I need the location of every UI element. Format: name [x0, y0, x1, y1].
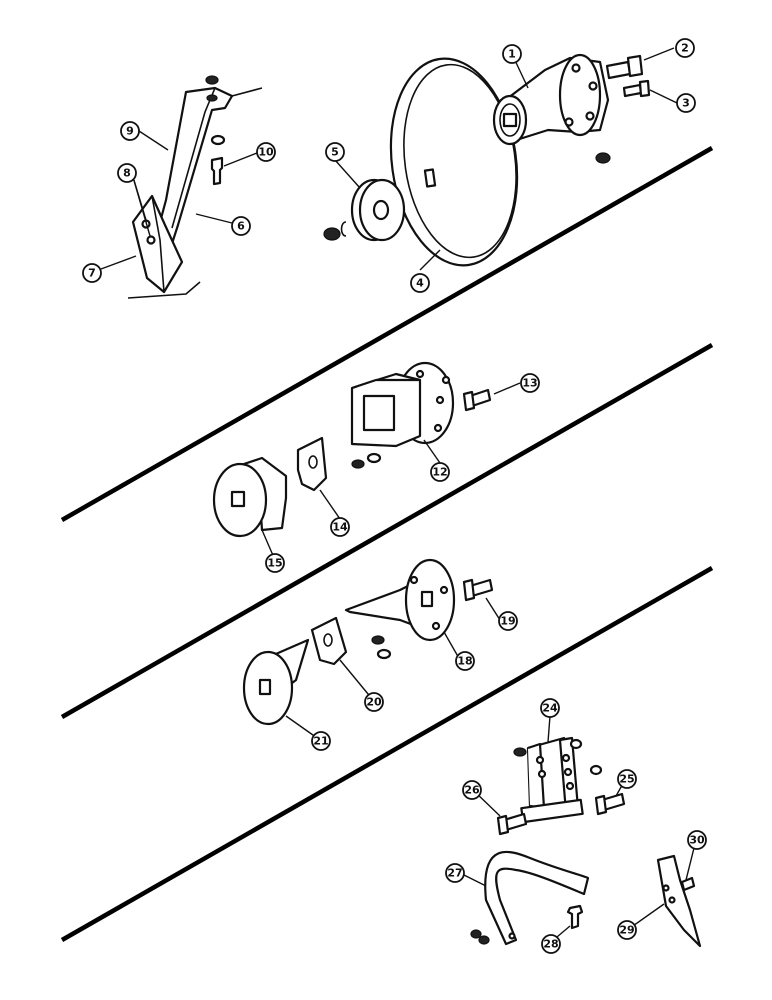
section-divider-2 [60, 343, 714, 719]
callout-21-label: 21 [313, 735, 328, 748]
wedge-plate-assembly [242, 558, 494, 726]
callout-8: 8 [117, 163, 137, 183]
callout-14: 14 [330, 517, 350, 537]
callout-30-label: 30 [689, 834, 705, 847]
callout-30: 30 [687, 830, 707, 850]
callout-26-label: 26 [464, 784, 480, 797]
callout-7: 7 [82, 263, 102, 283]
callout-19: 19 [498, 611, 518, 631]
disc-hub-assembly [323, 53, 651, 267]
callout-8-label: 8 [123, 167, 131, 180]
callout-10-label: 10 [258, 146, 274, 159]
callout-26: 26 [462, 780, 482, 800]
clamp-bracket-assembly [496, 736, 626, 836]
callout-5: 5 [325, 142, 345, 162]
callout-3-label: 3 [682, 97, 690, 110]
callout-15: 15 [265, 553, 285, 573]
callout-7-label: 7 [88, 267, 96, 280]
callout-1: 1 [502, 44, 522, 64]
callout-29: 29 [617, 920, 637, 940]
callout-29-label: 29 [619, 924, 634, 937]
callout-2: 2 [675, 38, 695, 58]
section-divider-1 [60, 146, 714, 522]
callout-20-label: 20 [366, 696, 382, 709]
callout-25-label: 25 [619, 773, 634, 786]
callout-3: 3 [676, 93, 696, 113]
callout-15-label: 15 [267, 557, 282, 570]
callout-28: 28 [541, 934, 561, 954]
callout-19-label: 19 [500, 615, 515, 628]
callout-1-label: 1 [508, 48, 516, 61]
callout-28-label: 28 [543, 938, 558, 951]
callout-27-label: 27 [447, 867, 462, 880]
callout-24: 24 [540, 698, 560, 718]
tine-point [656, 854, 702, 948]
callout-24-label: 24 [542, 702, 558, 715]
callout-25: 25 [617, 769, 637, 789]
callout-9-label: 9 [126, 125, 134, 138]
callout-21: 21 [311, 731, 331, 751]
callout-6-label: 6 [237, 220, 245, 233]
spring-tine [470, 850, 590, 946]
shovel-standard-assembly [127, 75, 263, 299]
callout-27: 27 [445, 863, 465, 883]
callout-12: 12 [430, 462, 450, 482]
callout-13-label: 13 [522, 377, 537, 390]
callout-4: 4 [410, 273, 430, 293]
callout-20: 20 [364, 692, 384, 712]
section-divider-3 [60, 566, 714, 942]
callout-5-label: 5 [331, 146, 339, 159]
callout-4-label: 4 [416, 277, 424, 290]
callout-13: 13 [520, 373, 540, 393]
callout-14-label: 14 [332, 521, 348, 534]
callout-2-label: 2 [681, 42, 689, 55]
callout-12-label: 12 [432, 466, 447, 479]
callout-18: 18 [455, 651, 475, 671]
callout-9: 9 [120, 121, 140, 141]
callout-6: 6 [231, 216, 251, 236]
square-adapter-assembly [212, 361, 492, 538]
callout-10: 10 [256, 142, 276, 162]
callout-18-label: 18 [457, 655, 472, 668]
